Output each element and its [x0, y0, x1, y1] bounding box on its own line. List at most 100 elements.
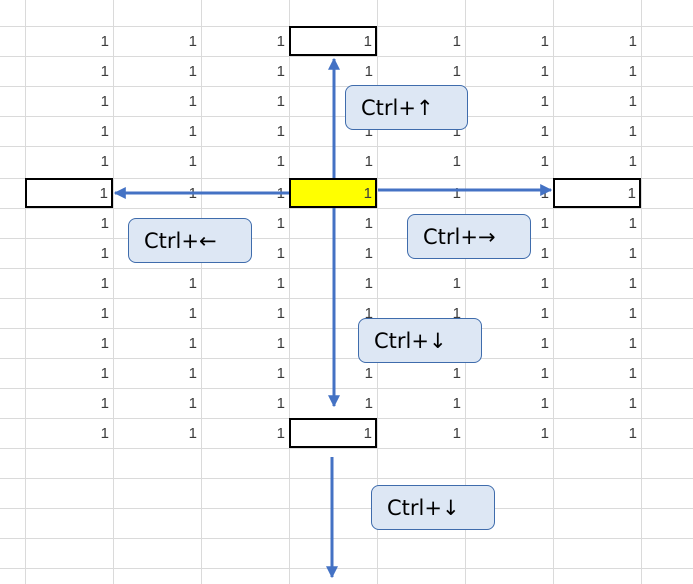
sheet-cell[interactable]: 1 — [364, 395, 373, 412]
gridline-horizontal — [0, 448, 693, 449]
sheet-cell[interactable]: 1 — [100, 275, 109, 292]
sheet-cell[interactable]: 1 — [188, 365, 197, 382]
sheet-cell[interactable]: 1 — [540, 365, 549, 382]
sheet-cell[interactable]: 1 — [540, 245, 549, 262]
gridline-vertical — [113, 0, 114, 584]
sheet-cell[interactable]: 1 — [276, 305, 285, 322]
sheet-cell[interactable]: 1 — [188, 275, 197, 292]
sheet-cell[interactable]: 1 — [540, 185, 549, 202]
sheet-cell[interactable]: 1 — [540, 33, 549, 50]
sheet-cell[interactable]: 1 — [276, 245, 285, 262]
sheet-cell[interactable]: 1 — [276, 215, 285, 232]
sheet-cell[interactable]: 1 — [452, 365, 461, 382]
sheet-cell[interactable]: 1 — [188, 123, 197, 140]
active-cell[interactable]: 1 — [289, 178, 377, 208]
sheet-cell[interactable]: 1 — [364, 215, 373, 232]
sheet-cell[interactable]: 1 — [364, 305, 373, 322]
sheet-cell[interactable]: 1 — [276, 275, 285, 292]
sheet-cell[interactable]: 1 — [100, 335, 109, 352]
sheet-cell[interactable]: 1 — [628, 335, 637, 352]
sheet-cell[interactable]: 1 — [540, 335, 549, 352]
sheet-cell[interactable]: 1 — [276, 63, 285, 80]
sheet-cell[interactable]: 1 — [364, 123, 373, 140]
sheet-cell[interactable]: 1 — [628, 365, 637, 382]
sheet-cell[interactable]: 1 — [540, 123, 549, 140]
sheet-cell[interactable]: 1 — [540, 153, 549, 170]
sheet-cell[interactable]: 1 — [276, 153, 285, 170]
sheet-cell[interactable]: 1 — [540, 93, 549, 110]
edge-cell[interactable]: 1 — [289, 418, 377, 448]
sheet-cell[interactable]: 1 — [100, 365, 109, 382]
sheet-cell[interactable]: 1 — [452, 153, 461, 170]
gridline-vertical — [377, 0, 378, 584]
sheet-cell[interactable]: 1 — [540, 215, 549, 232]
sheet-cell[interactable]: 1 — [100, 123, 109, 140]
sheet-cell[interactable]: 1 — [188, 335, 197, 352]
sheet-cell[interactable]: 1 — [628, 215, 637, 232]
sheet-cell[interactable]: 1 — [276, 335, 285, 352]
edge-cell[interactable]: 1 — [553, 178, 641, 208]
sheet-cell[interactable]: 1 — [452, 185, 461, 202]
sheet-cell[interactable]: 1 — [188, 63, 197, 80]
sheet-cell[interactable]: 1 — [628, 93, 637, 110]
sheet-cell[interactable]: 1 — [452, 33, 461, 50]
sheet-cell[interactable]: 1 — [364, 63, 373, 80]
sheet-cell[interactable]: 1 — [540, 425, 549, 442]
sheet-cell[interactable]: 1 — [628, 33, 637, 50]
gridline-vertical — [553, 0, 554, 584]
gridline-horizontal — [0, 268, 693, 269]
sheet-cell[interactable]: 1 — [628, 275, 637, 292]
sheet-cell[interactable]: 1 — [628, 305, 637, 322]
sheet-cell[interactable]: 1 — [276, 185, 285, 202]
sheet-cell[interactable]: 1 — [100, 395, 109, 412]
sheet-cell[interactable]: 1 — [276, 425, 285, 442]
sheet-cell[interactable]: 1 — [628, 245, 637, 262]
sheet-cell[interactable]: 1 — [100, 33, 109, 50]
sheet-cell[interactable]: 1 — [452, 63, 461, 80]
sheet-cell[interactable]: 1 — [452, 305, 461, 322]
sheet-cell[interactable]: 1 — [276, 123, 285, 140]
sheet-cell[interactable]: 1 — [628, 63, 637, 80]
sheet-cell[interactable]: 1 — [540, 395, 549, 412]
gridline-horizontal — [0, 508, 693, 509]
sheet-cell[interactable]: 1 — [364, 275, 373, 292]
sheet-cell[interactable]: 1 — [364, 365, 373, 382]
sheet-cell[interactable]: 1 — [628, 395, 637, 412]
sheet-cell[interactable]: 1 — [540, 305, 549, 322]
sheet-cell[interactable]: 1 — [628, 425, 637, 442]
sheet-cell[interactable]: 1 — [628, 123, 637, 140]
sheet-cell[interactable]: 1 — [364, 153, 373, 170]
gridline-horizontal — [0, 538, 693, 539]
edge-cell[interactable]: 1 — [289, 26, 377, 56]
callout-ctrl-down: Ctrl+↓ — [358, 318, 482, 363]
sheet-cell[interactable]: 1 — [540, 275, 549, 292]
sheet-cell[interactable]: 1 — [628, 153, 637, 170]
sheet-cell[interactable]: 1 — [540, 63, 549, 80]
sheet-cell[interactable]: 1 — [452, 123, 461, 140]
sheet-cell[interactable]: 1 — [452, 425, 461, 442]
sheet-cell[interactable]: 1 — [100, 153, 109, 170]
sheet-cell[interactable]: 1 — [188, 93, 197, 110]
sheet-cell[interactable]: 1 — [100, 63, 109, 80]
sheet-cell[interactable]: 1 — [276, 395, 285, 412]
sheet-cell[interactable]: 1 — [188, 185, 197, 202]
sheet-cell[interactable]: 1 — [452, 395, 461, 412]
gridline-vertical — [289, 0, 290, 584]
sheet-cell[interactable]: 1 — [188, 33, 197, 50]
sheet-cell[interactable]: 1 — [364, 245, 373, 262]
sheet-cell[interactable]: 1 — [188, 395, 197, 412]
sheet-cell[interactable]: 1 — [100, 215, 109, 232]
sheet-cell[interactable]: 1 — [276, 365, 285, 382]
sheet-cell[interactable]: 1 — [452, 275, 461, 292]
sheet-cell[interactable]: 1 — [276, 93, 285, 110]
gridline-horizontal — [0, 146, 693, 147]
sheet-cell[interactable]: 1 — [100, 305, 109, 322]
sheet-cell[interactable]: 1 — [276, 33, 285, 50]
edge-cell[interactable]: 1 — [25, 178, 113, 208]
sheet-cell[interactable]: 1 — [100, 245, 109, 262]
sheet-cell[interactable]: 1 — [188, 153, 197, 170]
sheet-cell[interactable]: 1 — [188, 305, 197, 322]
sheet-cell[interactable]: 1 — [100, 425, 109, 442]
sheet-cell[interactable]: 1 — [100, 93, 109, 110]
sheet-cell[interactable]: 1 — [188, 425, 197, 442]
